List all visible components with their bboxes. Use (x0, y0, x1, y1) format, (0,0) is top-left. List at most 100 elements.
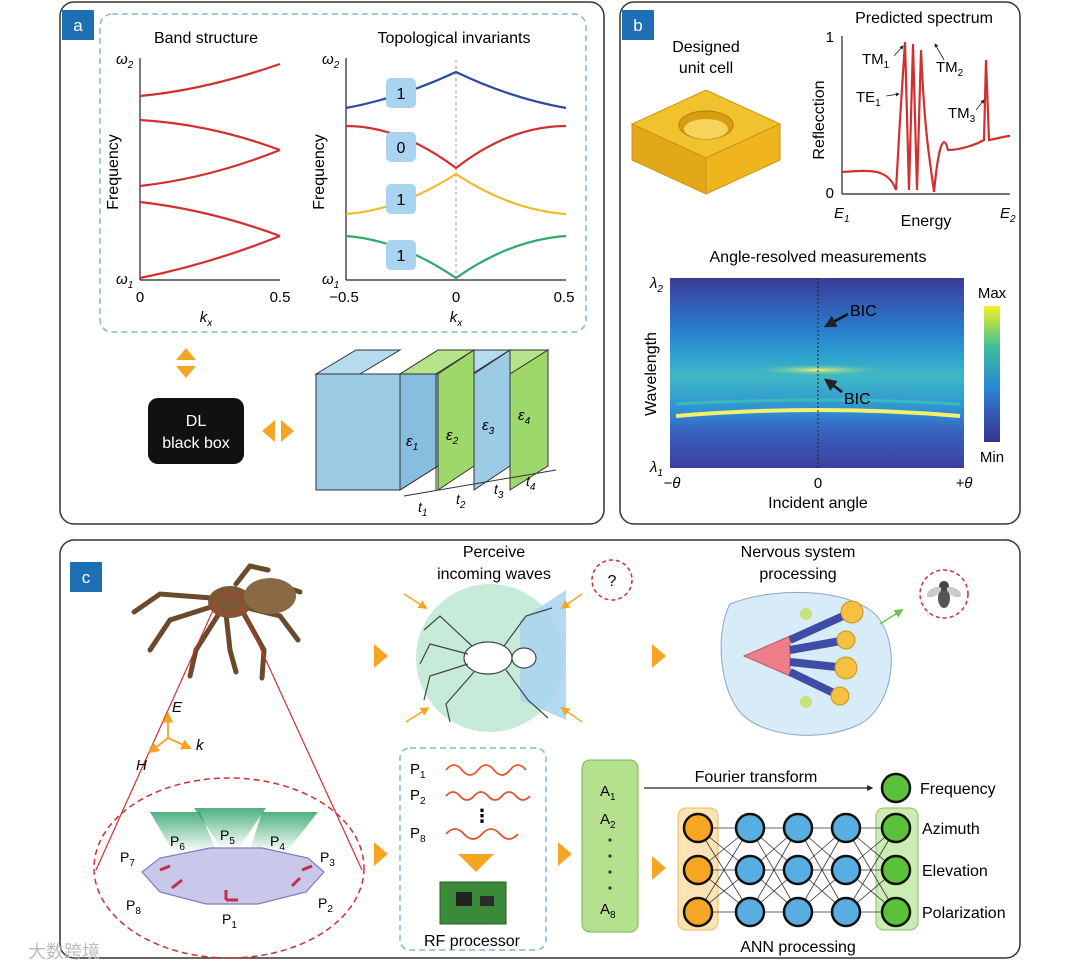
unit-cell-label-2: unit cell (679, 60, 733, 77)
rf-processor-label: RF processor (424, 933, 521, 950)
panel-c-tag-box (70, 562, 102, 592)
p-label-8: P8 (126, 897, 141, 917)
ann-node (830, 854, 862, 886)
rf-board-icon (439, 881, 507, 925)
t-3: t3 (494, 481, 504, 501)
nervous-label-2: processing (759, 566, 836, 583)
wave-label-p8: P8 (410, 825, 426, 845)
x-zero: 0 (814, 475, 822, 492)
spec-y0: 0 (826, 185, 834, 202)
output-elevation: Elevation (922, 863, 988, 880)
unit-cell-icon (630, 89, 782, 195)
panel-c-tag: c (82, 568, 91, 587)
field-h: H (136, 757, 147, 774)
a-vector-box (581, 759, 639, 933)
flow-arrow-icon (558, 842, 572, 866)
invariant-label: 1 (397, 86, 406, 103)
multilayer-slab (314, 349, 550, 491)
ann-node (682, 854, 714, 886)
spider-abdomen (244, 578, 296, 614)
invariant-box (386, 78, 416, 108)
ann-node (880, 896, 912, 928)
band-xlabel: kx (200, 309, 214, 329)
flow-arrow-icon (652, 644, 666, 668)
wavelength-label: Wavelength (643, 332, 660, 416)
ann-node (880, 854, 912, 886)
invariant-label: 1 (397, 248, 406, 265)
zoom-ellipse (93, 777, 365, 959)
field-axes-icon (148, 711, 192, 754)
ann-node (880, 812, 912, 844)
incident-label: Incident angle (768, 495, 868, 512)
ann-label: ANN processing (740, 939, 856, 956)
panel-b-border (619, 1, 1021, 525)
waveform-frame (399, 747, 547, 951)
unit-cell-label-1: Designed (672, 39, 740, 56)
panel-c-border (59, 539, 1021, 959)
incoming-wave-sector (520, 590, 566, 720)
ann-node (830, 896, 862, 928)
fourier-label: Fourier transform (695, 769, 818, 786)
topo-tick-neg: −0.5 (329, 289, 359, 306)
p-label-7: P7 (120, 849, 135, 869)
question-circle (591, 559, 633, 601)
leftright-arrow-icon (262, 420, 294, 442)
p-label-3: P3 (320, 849, 335, 869)
perceive-label-1: Perceive (463, 544, 525, 561)
ann-node (830, 812, 862, 844)
invariant-box (386, 184, 416, 214)
a-label-2: A2 (600, 811, 616, 831)
watermark: 大数跨境 (28, 942, 100, 962)
panel-a-border (59, 1, 605, 525)
output-frequency: Frequency (920, 781, 996, 798)
bic-label-2: BIC (844, 391, 871, 408)
mode-te1: TE1 (856, 89, 881, 109)
flow-arrow-icon (374, 842, 388, 866)
band-title: Band structure (154, 30, 258, 47)
field-e: E (172, 699, 183, 716)
mode-tm3: TM3 (948, 105, 976, 125)
p-label-1: P1 (222, 911, 237, 931)
fly-circle (919, 569, 969, 619)
ann-node (734, 896, 766, 928)
x-minus-theta: −θ (664, 475, 681, 492)
colorbar-max: Max (978, 285, 1007, 302)
a-label-8: A8 (600, 901, 616, 921)
p-label-2: P2 (318, 895, 333, 915)
panel-b: b Designed unit cell Predicted spectrum … (619, 1, 1021, 525)
panel-b-tag-box (622, 10, 654, 40)
band-curve (139, 234, 281, 280)
angle-title: Angle-resolved measurements (710, 249, 927, 266)
ann-node (682, 896, 714, 928)
invariant-label: 1 (397, 192, 406, 209)
wave-label-p1: P1 (410, 761, 426, 781)
colorbar (984, 306, 1000, 442)
wave-ellipsis: ⋮ (473, 806, 491, 826)
topo-curve-yellow (345, 172, 567, 216)
ann-node (734, 854, 766, 886)
waveforms (445, 764, 531, 840)
ann-node (880, 772, 912, 804)
ann-node (782, 854, 814, 886)
a-dots (608, 838, 612, 890)
fly-icon (926, 581, 962, 608)
topo-xlabel: kx (450, 309, 464, 329)
ann-node (734, 812, 766, 844)
ann-node (782, 896, 814, 928)
invariant-box (386, 132, 416, 162)
antenna-disk (141, 847, 325, 905)
dl-label-2: black box (162, 435, 230, 452)
spec-y1: 1 (826, 29, 834, 46)
spec-e1: E1 (834, 205, 850, 225)
ann-node (682, 812, 714, 844)
invariant-box (386, 240, 416, 270)
band-ylabel: Frequency (105, 134, 122, 210)
dl-label-1: DL (186, 413, 207, 430)
lambda2: λ2 (649, 275, 663, 295)
spec-xlabel: Energy (901, 213, 952, 230)
band-curves (139, 62, 281, 280)
heatmap-band-mid (675, 398, 961, 406)
flow-arrow-icon (374, 644, 388, 668)
band-omega2: ω2 (116, 51, 134, 71)
panel-a-tag-box (62, 10, 94, 40)
